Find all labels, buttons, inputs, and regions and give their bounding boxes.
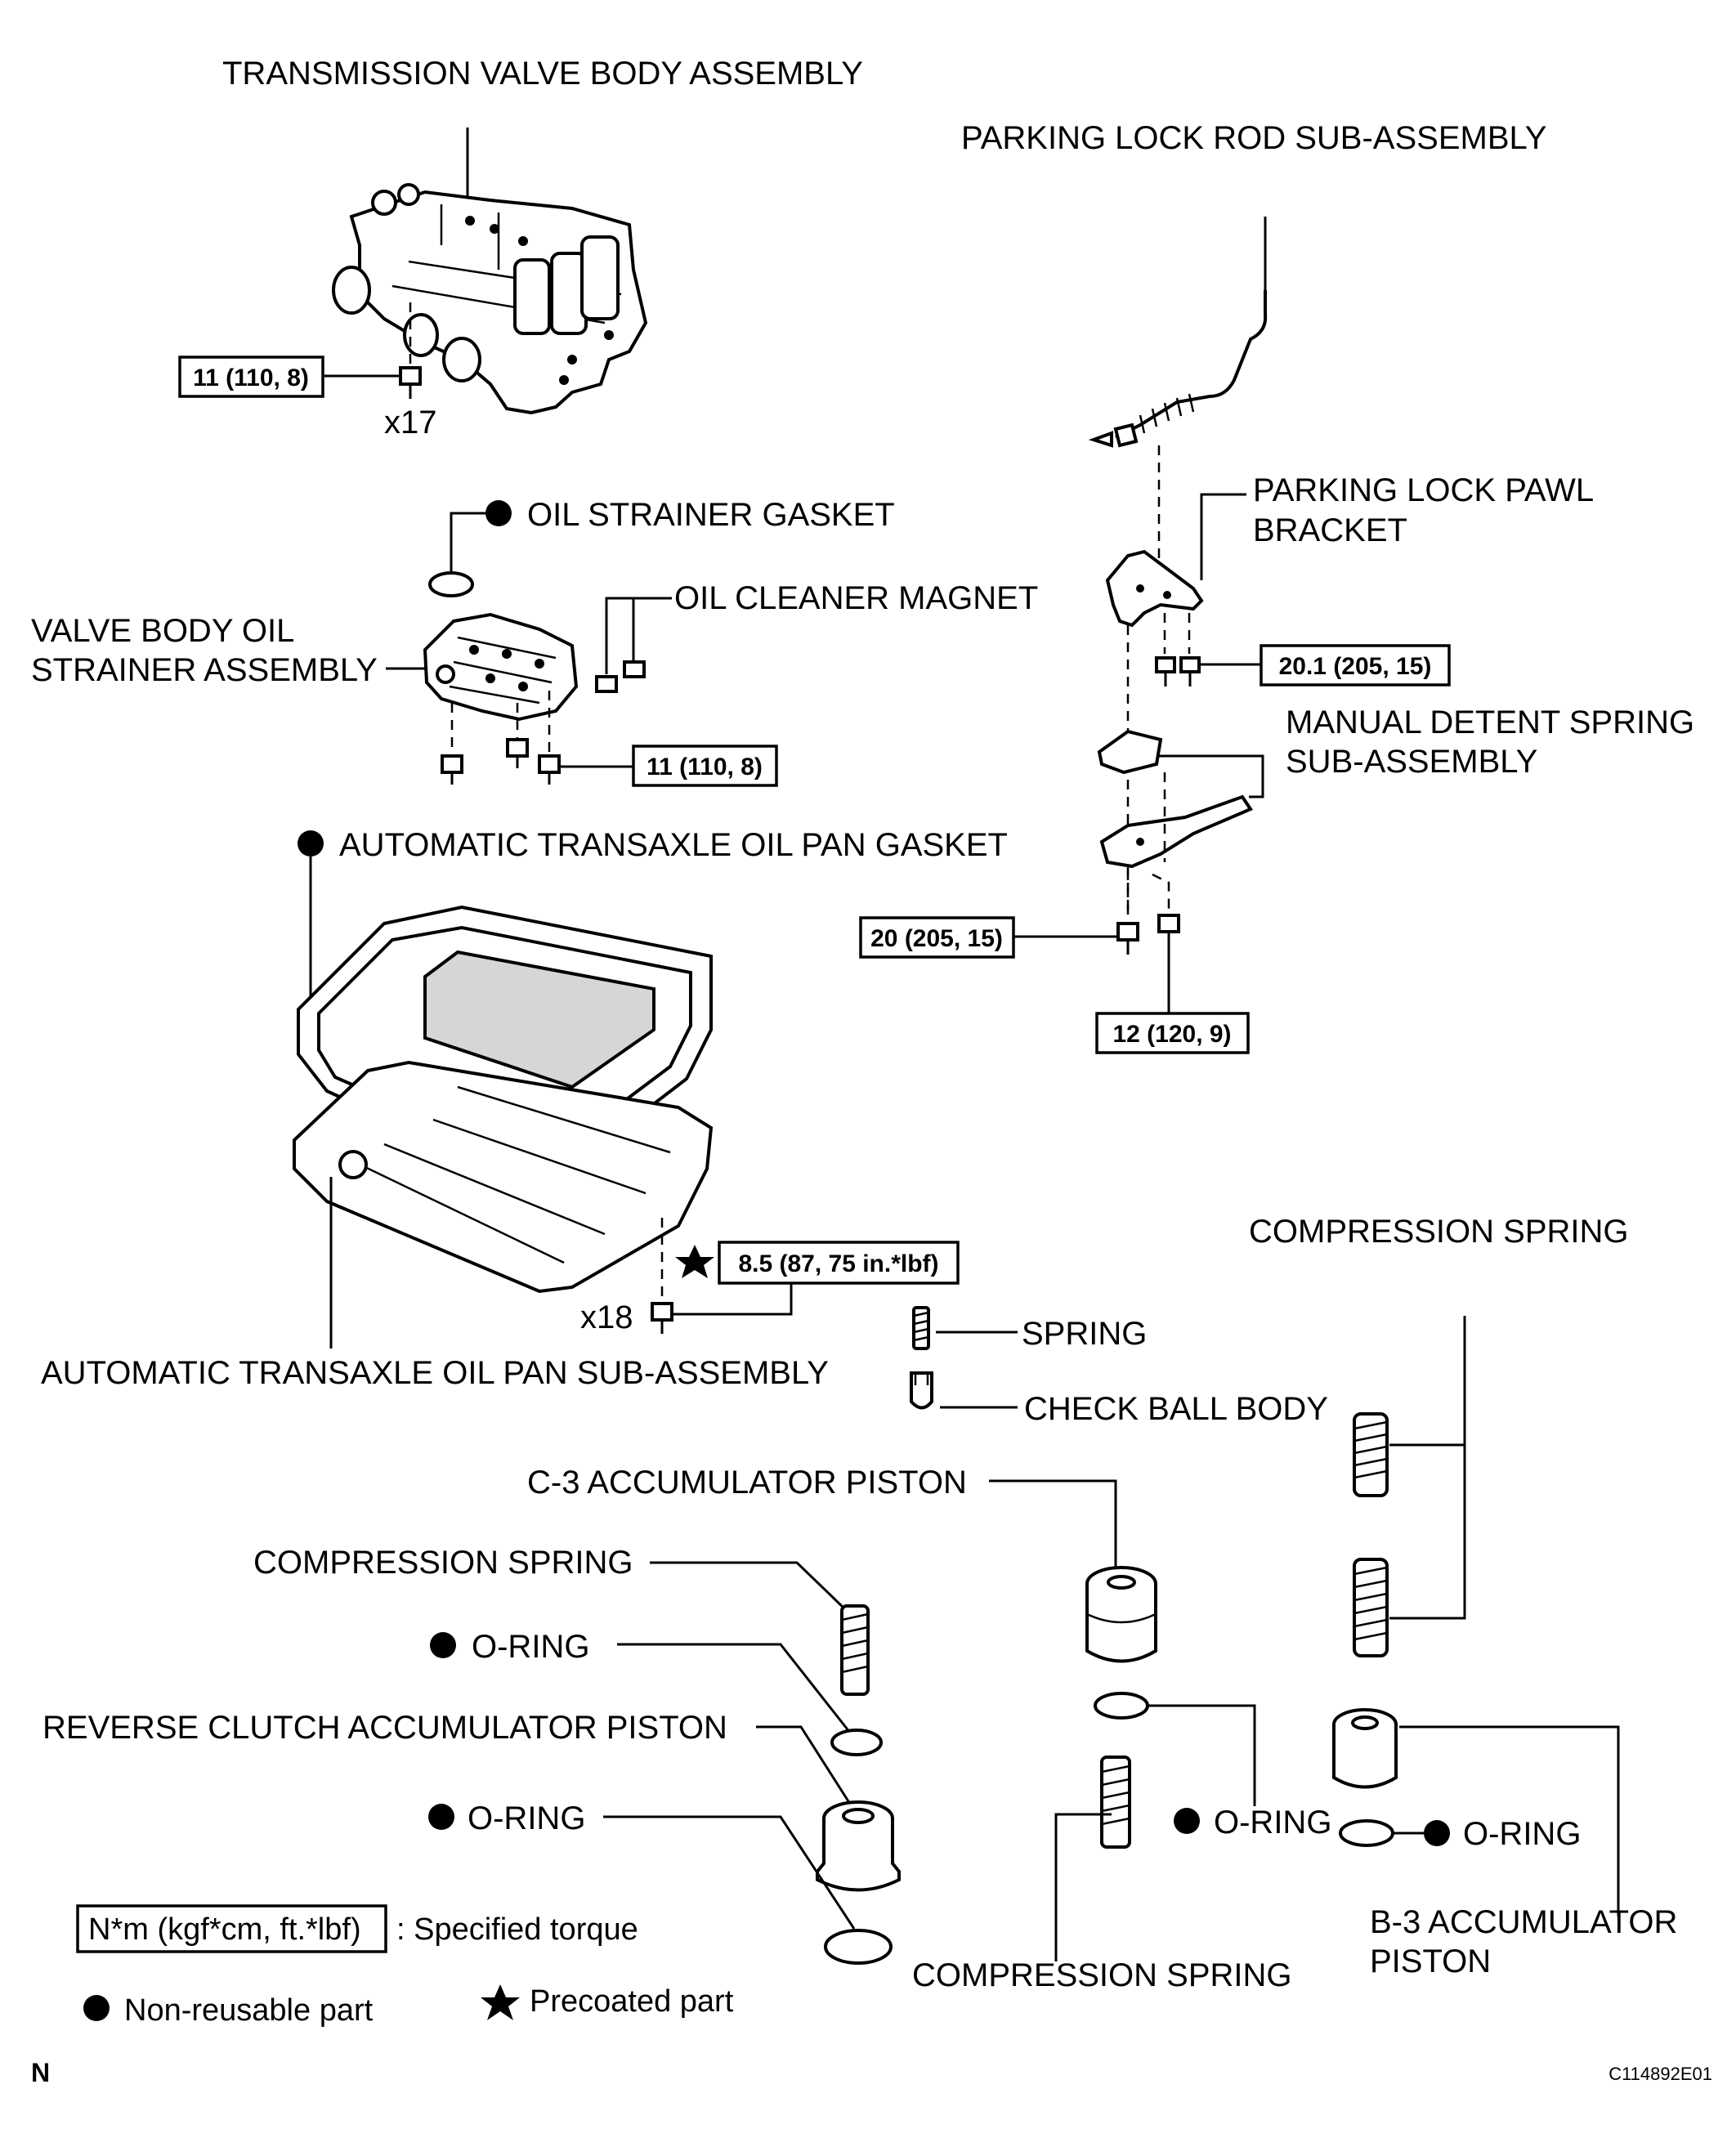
oil-strainer-gasket-illustration [428, 571, 474, 597]
torque-detent-a: 20 (205, 15) [870, 925, 1003, 952]
compression-spring-right-bottom [1353, 1558, 1389, 1657]
spring-small-illustration [912, 1306, 930, 1350]
magnet-1 [595, 675, 618, 693]
o-ring-1-label: O-RING [472, 1629, 589, 1665]
o-ring-1-illustration [830, 1729, 883, 1756]
bracket-bolt-2 [1179, 656, 1201, 673]
magnet-2 [623, 660, 646, 678]
detent-bolt-1 [1116, 922, 1139, 942]
torque-valve-body: 11 (110, 8) [193, 365, 309, 391]
parking-rod-label: PARKING LOCK ROD SUB-ASSEMBLY [961, 120, 1546, 156]
detent-bolt-2 [1157, 914, 1180, 933]
orientation-mark: N [31, 2058, 50, 2087]
legend-precoated: Precoated part [530, 1984, 734, 2019]
torque-pan: 8.5 (87, 75 in.*lbf) [738, 1250, 938, 1277]
o-ring-4-label: O-RING [1463, 1816, 1581, 1852]
detent-label-1: MANUAL DETENT SPRING [1286, 704, 1694, 740]
legend-star [481, 1984, 520, 2020]
detent-label-2: SUB-ASSEMBLY [1286, 744, 1537, 780]
check-ball-illustration [910, 1371, 933, 1410]
valve-body-label: TRANSMISSION VALVE BODY ASSEMBLY [222, 56, 863, 92]
b3-label-1: B-3 ACCUMULATOR [1370, 1904, 1677, 1940]
reverse-piston-illustration [816, 1800, 901, 1892]
pawl-bracket-label-2: BRACKET [1253, 512, 1407, 548]
valve-body-illustration [332, 183, 648, 415]
o-ring-4-illustration [1339, 1819, 1394, 1847]
bracket-bolt-1 [1155, 656, 1176, 673]
valve-body-qty: x17 [384, 405, 437, 441]
non-reusable-dot [1174, 1808, 1200, 1834]
detent-spring-illustration [1097, 729, 1253, 869]
o-ring-2-label: O-RING [468, 1800, 585, 1836]
valve-body-bolt [399, 366, 422, 386]
oil-pan-illustration [293, 950, 714, 1294]
legend-dot [83, 1995, 110, 2021]
pan-bolt [651, 1302, 673, 1322]
pawl-bracket-illustration [1105, 549, 1204, 628]
torque-pawl-bracket: 20.1 (205, 15) [1279, 653, 1432, 680]
c3-piston-label: C-3 ACCUMULATOR PISTON [527, 1465, 967, 1501]
compression-spring-right-top [1353, 1412, 1389, 1497]
non-reusable-dot [428, 1804, 454, 1830]
compression-spring-right-label: COMPRESSION SPRING [1249, 1214, 1629, 1250]
b3-label-2: PISTON [1370, 1943, 1491, 1979]
legend-non-reusable: Non-reusable part [124, 1993, 374, 2028]
non-reusable-dot [485, 500, 512, 526]
legend-torque-unit: N*m (kgf*cm, ft.*lbf) [88, 1912, 361, 1947]
o-ring-2-illustration [824, 1929, 893, 1965]
b3-piston-illustration [1332, 1708, 1398, 1789]
check-ball-label: CHECK BALL BODY [1024, 1391, 1328, 1427]
figure-code: C114892E01 [1608, 2064, 1712, 2084]
strainer-bolt-1 [441, 754, 463, 774]
precoated-star [675, 1245, 714, 1278]
oil-strainer-gasket-label: OIL STRAINER GASKET [527, 497, 895, 533]
strainer-bolt-2 [506, 738, 529, 758]
pan-gasket-label: AUTOMATIC TRANSAXLE OIL PAN GASKET [339, 827, 1008, 863]
compression-spring-left-illustration [840, 1604, 870, 1696]
pawl-bracket-label-1: PARKING LOCK PAWL [1253, 472, 1594, 508]
compression-spring-left-label: COMPRESSION SPRING [253, 1545, 633, 1581]
strainer-bolt-3 [538, 754, 561, 774]
parking-rod-illustration [1088, 290, 1268, 448]
non-reusable-dot [430, 1632, 456, 1658]
oil-cleaner-magnet-label: OIL CLEANER MAGNET [674, 580, 1038, 616]
compression-spring-bottom-label: COMPRESSION SPRING [912, 1957, 1292, 1993]
o-ring-3-illustration [1094, 1692, 1149, 1720]
torque-strainer: 11 (110, 8) [647, 754, 763, 780]
non-reusable-dot [1424, 1820, 1450, 1846]
spring-label: SPRING [1022, 1316, 1147, 1352]
c3-piston-illustration [1085, 1566, 1157, 1663]
strainer-label-1: VALVE BODY OIL [31, 613, 294, 649]
legend-torque-desc: : Specified torque [396, 1912, 638, 1947]
compression-spring-bottom-illustration [1100, 1756, 1131, 1849]
oil-strainer-illustration [423, 612, 579, 722]
strainer-label-2: STRAINER ASSEMBLY [31, 652, 378, 688]
legend-torque-box [76, 1904, 387, 1953]
o-ring-3-label: O-RING [1214, 1805, 1331, 1841]
pan-label: AUTOMATIC TRANSAXLE OIL PAN SUB-ASSEMBLY [41, 1355, 829, 1391]
torque-detent-b: 12 (120, 9) [1112, 1021, 1231, 1048]
pan-qty: x18 [580, 1299, 633, 1335]
non-reusable-dot [298, 830, 324, 857]
reverse-piston-label: REVERSE CLUTCH ACCUMULATOR PISTON [43, 1710, 727, 1746]
